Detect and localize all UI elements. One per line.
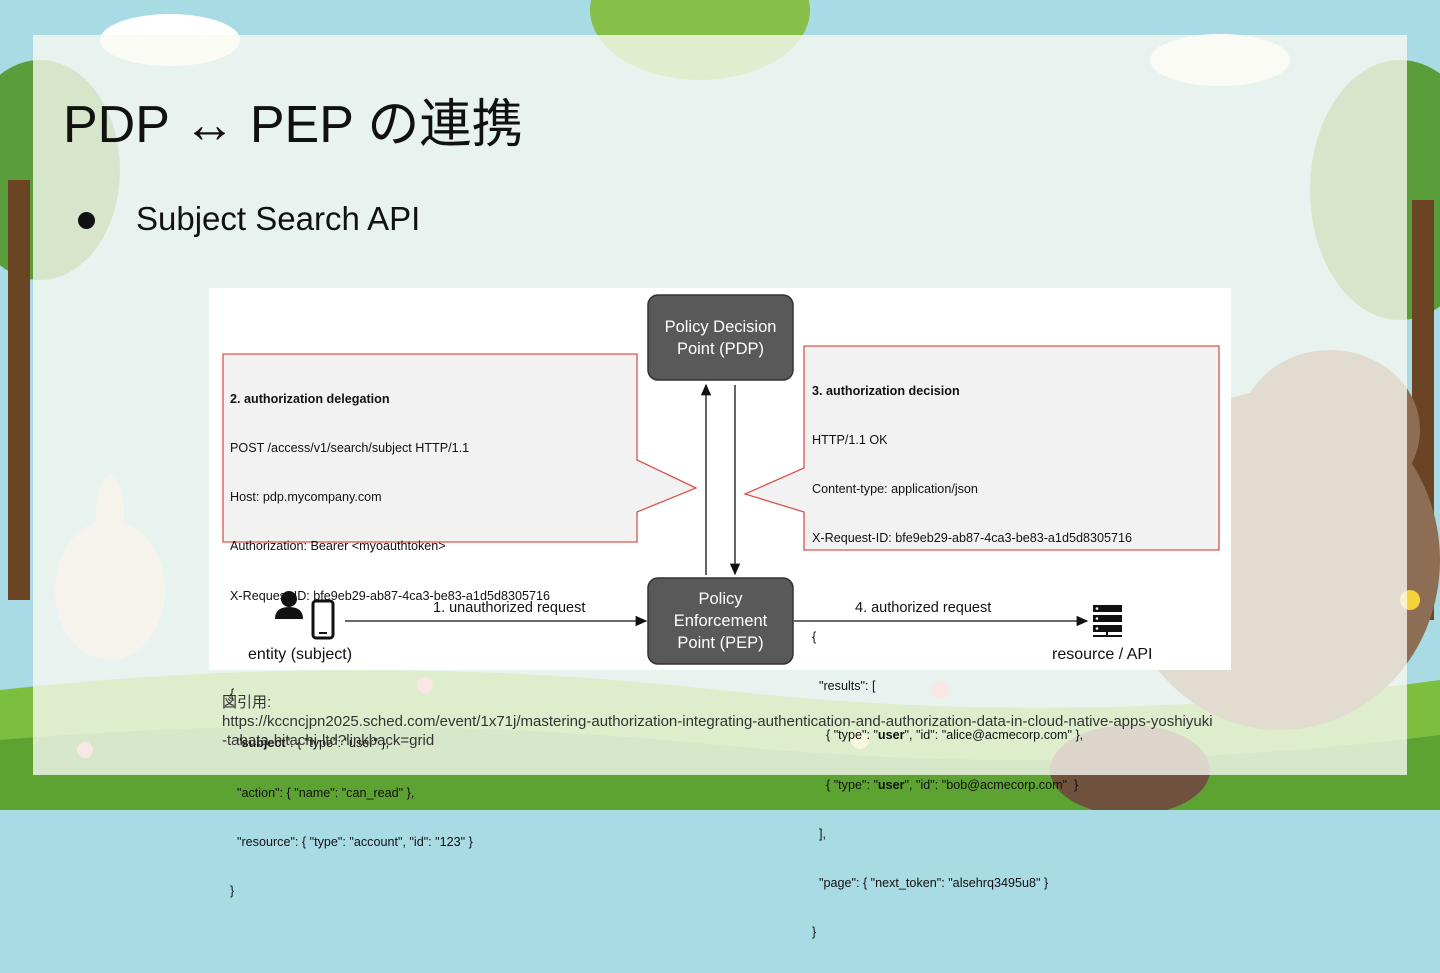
response-line: { <box>812 629 817 644</box>
response-callout-header: 3. authorization decision <box>812 383 960 398</box>
request-line: X-Request-ID: bfe9eb29-ab87-4ca3-be83-a1… <box>230 588 550 603</box>
request-line: { <box>230 687 235 702</box>
phone-icon <box>311 599 335 640</box>
response-line: X-Request-ID: bfe9eb29-ab87-4ca3-be83-a1… <box>812 531 1132 546</box>
response-line: HTTP/1.1 OK <box>812 433 888 448</box>
response-line: { "type": "user", "id": "alice@acmecorp.… <box>812 728 1084 743</box>
request-line: "subject": { "type": "user" }, <box>230 736 390 751</box>
pep-label: Policy Enforcement Point (PEP) <box>673 590 768 652</box>
request-line: "resource": { "type": "account", "id": "… <box>230 834 473 849</box>
request-callout-shape <box>222 353 698 543</box>
response-line: "results": [ <box>812 679 876 694</box>
flow4-label: 4. authorized request <box>855 600 992 616</box>
response-line: } <box>812 925 817 940</box>
resource-label: resource / API <box>1052 646 1153 663</box>
pdp-box <box>647 294 794 381</box>
request-line: "action": { "name": "can_read" }, <box>230 785 415 800</box>
response-line: { "type": "user", "id": "bob@acmecorp.co… <box>812 777 1079 792</box>
pep-box <box>647 577 794 665</box>
slide-title: PDP ↔ PEP の連携 <box>63 96 524 154</box>
request-callout-header: 2. authorization delegation <box>230 391 390 406</box>
response-callout-shape <box>743 345 1220 551</box>
request-line: Host: pdp.mycompany.com <box>230 490 382 505</box>
entity-label: entity (subject) <box>248 646 353 663</box>
pdp-label: Policy Decision Point (PDP) <box>664 318 777 358</box>
citation-url: https://kccncjpn2025.sched.com/event/1x7… <box>222 713 1213 749</box>
bullet-dot <box>78 212 95 229</box>
request-line: Authorization: Bearer <myoauthtoken> <box>230 539 446 554</box>
server-icon <box>1093 605 1122 637</box>
request-line: POST /access/v1/search/subject HTTP/1.1 <box>230 441 470 456</box>
response-line: ​ <box>812 580 1132 596</box>
pdp-pep-diagram: Policy Decision Point (PDP) Policy Enfor… <box>209 288 1231 939</box>
response-line: Content-type: application/json <box>812 482 978 497</box>
flow1-label: 1. unauthorized request <box>433 600 586 616</box>
citation: 図引用: https://kccncjpn2025.sched.com/even… <box>222 693 1217 750</box>
bullet-text: Subject Search API <box>136 200 421 237</box>
response-line: "page": { "next_token": "alsehrq3495u8" … <box>812 876 1049 890</box>
citation-label: 図引用: <box>222 694 272 711</box>
person-icon <box>275 591 303 619</box>
diagram-canvas <box>222 294 1220 665</box>
request-line: } <box>230 884 235 898</box>
response-line: ], <box>812 826 826 841</box>
